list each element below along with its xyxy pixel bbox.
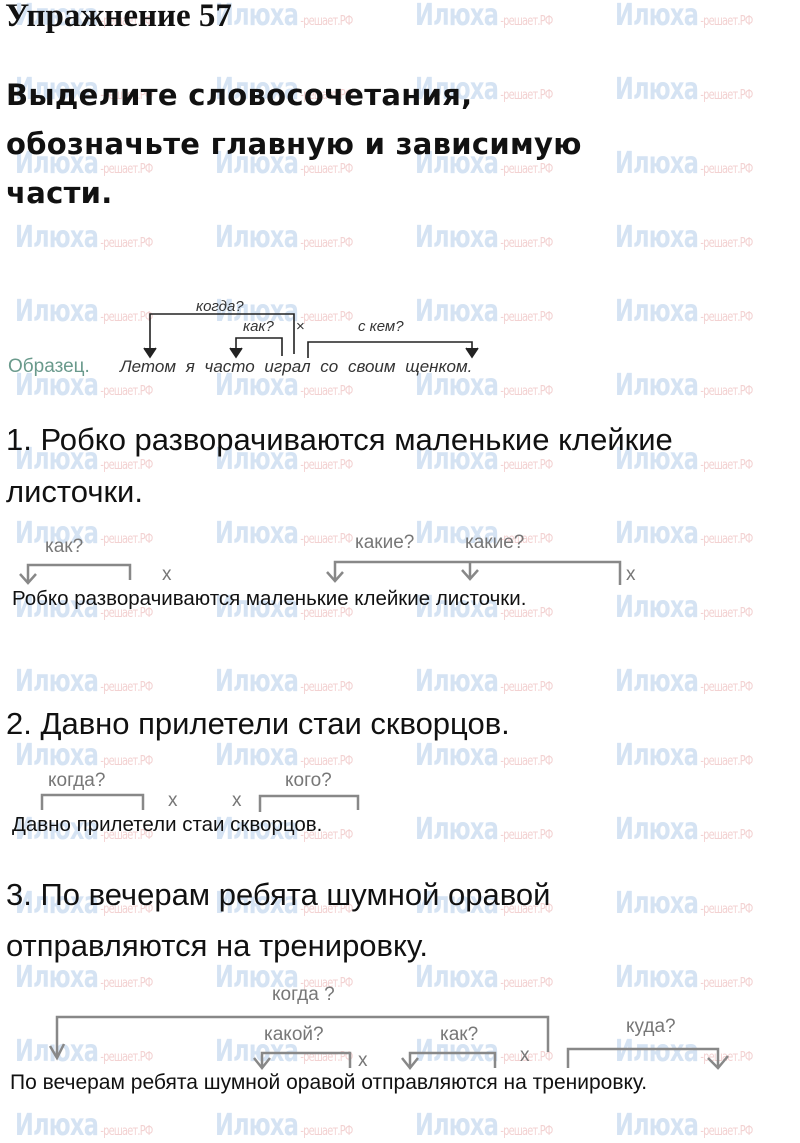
task-3-q3: как? <box>440 1024 479 1045</box>
task-1-mark-1: x <box>162 564 172 585</box>
task-1-q1: как? <box>45 536 84 557</box>
watermark-tile: Илюха-решает.РФ <box>15 1108 153 1143</box>
sample-mark: × <box>296 318 305 335</box>
diagram-arrows <box>19 313 729 1071</box>
sample-arrows <box>143 313 479 359</box>
sample-label: Образец. <box>8 356 90 377</box>
task-1-line-1: 1. Робко разворачиваются маленькие клейк… <box>6 422 673 457</box>
task-2-mark-1: x <box>168 790 178 811</box>
task-1-sentence: Робко разворачиваются маленькие клейкие … <box>12 587 527 610</box>
task-3-line-1: 3. По вечерам ребята шумной оравой <box>6 877 551 912</box>
task-arrows <box>19 560 729 1071</box>
task-1-line-2: листочки. <box>6 474 143 509</box>
task-2-q2: кого? <box>285 770 332 791</box>
watermark-tile: Илюха-решает.РФ <box>415 1108 553 1143</box>
watermark-tile: Илюха-решает.РФ <box>615 1108 753 1143</box>
watermark-tile: Илюха-решает.РФ <box>215 1108 353 1143</box>
task-1-q2: какие? <box>355 532 415 553</box>
instruction-line-3: части. <box>6 176 113 210</box>
task-3-q1: когда ? <box>272 984 335 1005</box>
sample-question-with-whom: с кем? <box>358 318 404 335</box>
instruction-line-2: обозначьте главную и зависимую <box>6 127 582 161</box>
task-1-mark-2: x <box>626 564 636 585</box>
task-3-mark-2: x <box>520 1045 530 1066</box>
task-3-q4: куда? <box>626 1016 676 1037</box>
task-2-q1: когда? <box>48 770 106 791</box>
instruction-line-1: Выделите словосочетания, <box>6 78 473 112</box>
task-3-mark-1: x <box>358 1050 368 1071</box>
task-1-q3: какие? <box>465 532 525 553</box>
task-3-q2: какой? <box>264 1024 324 1045</box>
task-2-mark-2: x <box>232 790 242 811</box>
sample-question-how: как? <box>243 318 274 335</box>
task-2-line-1: 2. Давно прилетели стаи скворцов. <box>6 706 510 741</box>
task-3-line-2: отправляются на тренировку. <box>6 928 428 963</box>
page-title: Упражнение 57 <box>5 0 232 34</box>
task-3-sentence: По вечерам ребята шумной оравой отправля… <box>10 1071 648 1094</box>
sample-question-when: когда? <box>196 298 244 315</box>
sample-sentence: Летом я часто играл со своим щенком. <box>120 357 473 376</box>
task-2-sentence: Давно прилетели стаи скворцов. <box>12 813 323 836</box>
